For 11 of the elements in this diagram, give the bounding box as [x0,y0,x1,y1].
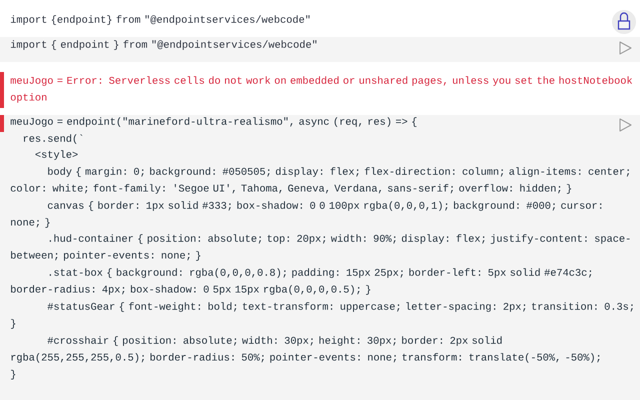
code-line: meuJogo = endpoint("marineford-ultra-realismo", async (req, res) => { [10,117,417,127]
code-line: #crosshair { position: absolute; width: 30px; height: 30px; border: 2px solid rgba(255,255,255,0.5); border-radius: 50%; pointer-events: none; transform: translate(-50%, -50%); } [11,336,600,380]
code-line: .hud-container { position: absolute; top: 20px; width: 90%; display: flex; justify-content: space-between; pointer-events: none; } [11,234,630,261]
error-message: meuJogo = Error: Serverless cells do not work on embedded or unshared pages, unless you set the hostNotebook option [10,76,632,103]
code-line: import { endpoint } from "@endpointservices/webcode" [10,40,316,50]
code-line: <style> [36,150,78,160]
code-line: #statusGear { font-weight: bold; text-transform: uppercase; letter-spacing: 2px; transition: 0.3s; } [11,302,633,329]
code-line: res.send(` [24,134,82,144]
code-line: import {endpoint} from "@endpointservices/webcode" [10,15,310,25]
code-line: canvas { border: 1px solid #333; box-shadow: 0 0 100px rgba(0,0,0,1); background: #000; cursor: none; } [11,201,602,228]
code-line: .stat-box { background: rgba(0,0,0,0.8); padding: 15px 25px; border-left: 5px solid #e74c3c; border-radius: 4px; box-shadow: 0 5px 15px rgba(0,0,0,0.5); } [11,268,592,295]
